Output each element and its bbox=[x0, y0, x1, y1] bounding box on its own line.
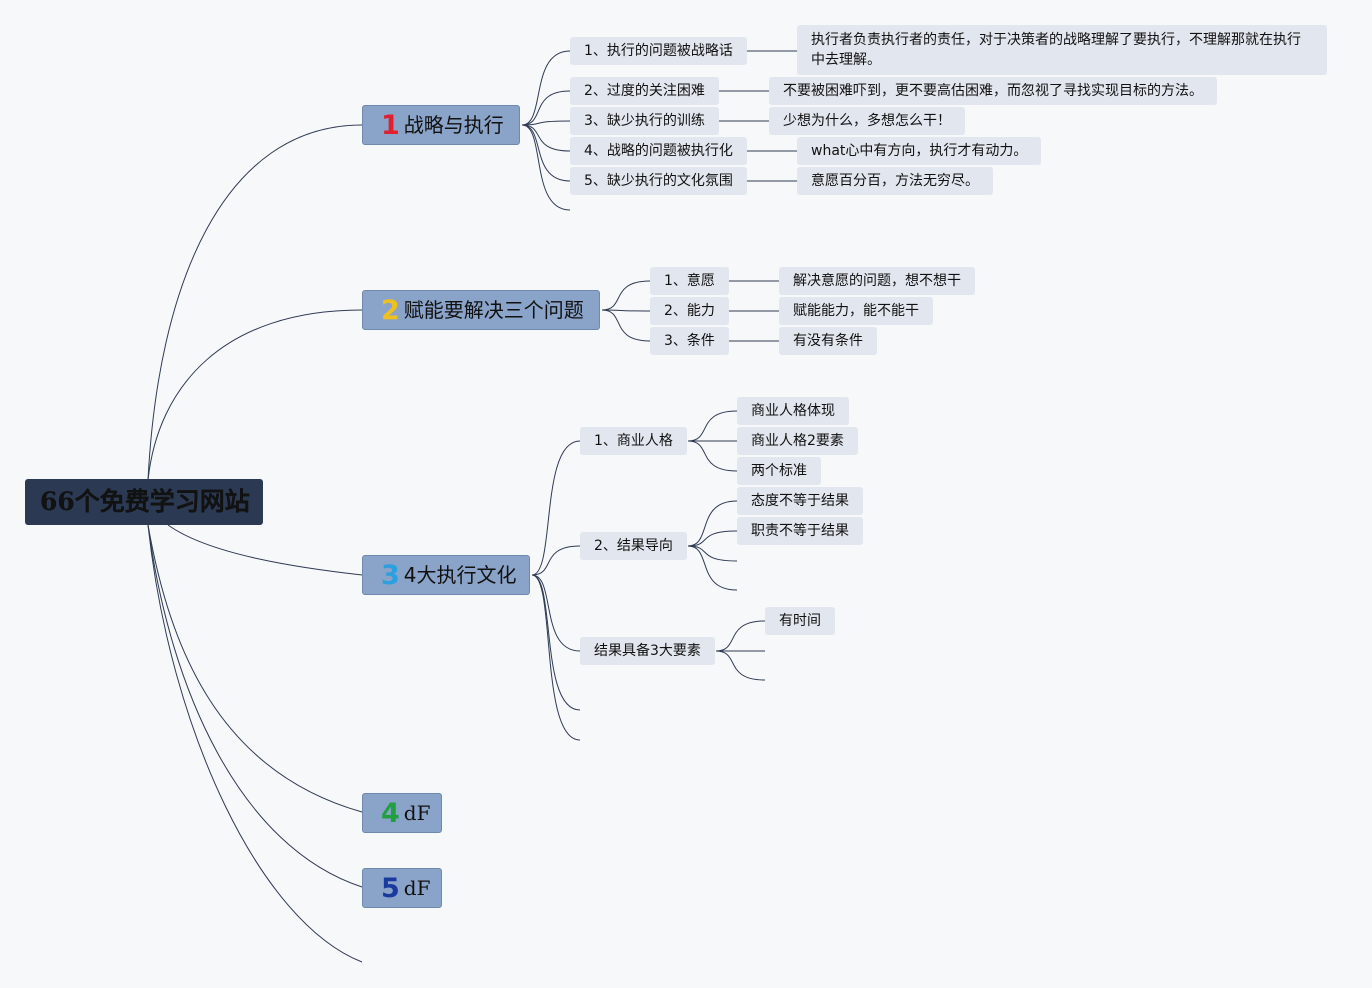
branch-1-number: 1 bbox=[381, 110, 400, 141]
branch-3-3-child-1[interactable]: 有时间 bbox=[765, 607, 835, 635]
branch-2-item-3[interactable]: 3、条件 bbox=[650, 327, 729, 355]
connector-27 bbox=[687, 440, 738, 472]
branch-3-item-1[interactable]: 1、商业人格 bbox=[580, 427, 687, 455]
branch-1-note-5[interactable]: 意愿百分百，方法无穷尽。 bbox=[797, 167, 993, 195]
branch-2-note-3[interactable]: 有没有条件 bbox=[779, 327, 877, 355]
connector-15 bbox=[601, 309, 651, 312]
branch-3-label: 4大执行文化 bbox=[403, 563, 517, 587]
connector-14 bbox=[601, 280, 651, 311]
connector-29 bbox=[687, 530, 738, 547]
root-connector-lower-1 bbox=[147, 524, 363, 813]
connector-25 bbox=[687, 410, 738, 442]
branch-1-note-4[interactable]: what心中有方向，执行才有动力。 bbox=[797, 137, 1042, 165]
connector-6 bbox=[521, 124, 571, 152]
root-connector-lower-3 bbox=[147, 524, 363, 963]
branch-1-item-4[interactable]: 4、战略的问题被执行化 bbox=[570, 137, 747, 165]
branch-5-number: 5 bbox=[381, 873, 400, 904]
connector-34 bbox=[715, 650, 766, 681]
connector-23 bbox=[531, 574, 581, 711]
connector-21 bbox=[531, 545, 581, 576]
branch-3-item-3[interactable]: 结果具备3大要素 bbox=[580, 637, 715, 665]
root-node[interactable]: 66个免费学习网站 bbox=[25, 479, 263, 525]
root-connector-lower-2 bbox=[147, 524, 363, 888]
branch-4-number: 4 bbox=[381, 798, 400, 829]
root-connector-1 bbox=[147, 124, 363, 481]
connector-3 bbox=[521, 50, 571, 126]
branch-2-item-1[interactable]: 1、意愿 bbox=[650, 267, 729, 295]
branch-2-number: 2 bbox=[381, 295, 400, 326]
connector-5 bbox=[521, 120, 571, 126]
branch-1-item-2[interactable]: 2、过度的关注困难 bbox=[570, 77, 719, 105]
branch-3-2-child-2[interactable]: 职责不等于结果 bbox=[737, 517, 863, 545]
branch-1-item-3[interactable]: 3、缺少执行的训练 bbox=[570, 107, 719, 135]
branch-2-item-2[interactable]: 2、能力 bbox=[650, 297, 729, 325]
branch-1-note-3[interactable]: 少想为什么，多想怎么干！ bbox=[769, 107, 965, 135]
branch-3-number: 3 bbox=[381, 560, 400, 591]
branch-1-note-2[interactable]: 不要被困难吓到，更不要高估困难，而忽视了寻找实现目标的方法。 bbox=[769, 77, 1217, 105]
branch-2-label: 赋能要解决三个问题 bbox=[403, 298, 584, 322]
connector-16 bbox=[601, 309, 651, 342]
branch-1-item-1[interactable]: 1、执行的问题被战略话 bbox=[570, 37, 747, 65]
connector-31 bbox=[687, 545, 738, 591]
connector-4 bbox=[521, 90, 571, 126]
branch-2-note-1[interactable]: 解决意愿的问题，想不想干 bbox=[779, 267, 975, 295]
connector-30 bbox=[687, 545, 738, 562]
connector-20 bbox=[531, 440, 581, 576]
connector-28 bbox=[687, 500, 738, 547]
branch-3-2-child-1[interactable]: 态度不等于结果 bbox=[737, 487, 863, 515]
branch-5-label: dF bbox=[403, 876, 431, 900]
branch-3-1-child-2[interactable]: 商业人格2要素 bbox=[737, 427, 858, 455]
root-connector-2 bbox=[147, 309, 363, 481]
connector-24 bbox=[531, 574, 581, 741]
branch-4-label: dF bbox=[403, 801, 431, 825]
connector-32 bbox=[715, 620, 766, 652]
connector-22 bbox=[531, 574, 581, 652]
branch-2-note-2[interactable]: 赋能能力，能不能干 bbox=[779, 297, 933, 325]
branch-1-label: 战略与执行 bbox=[403, 113, 504, 137]
root-label: 66个免费学习网站 bbox=[40, 487, 250, 516]
branch-1-note-1[interactable]: 执行者负责执行者的责任，对于决策者的战略理解了要执行，不理解那就在执行中去理解。 bbox=[797, 25, 1327, 75]
branch-3-1-child-1[interactable]: 商业人格体现 bbox=[737, 397, 849, 425]
connector-7 bbox=[521, 124, 571, 182]
root-connector-3 bbox=[167, 524, 363, 576]
branch-1-item-5[interactable]: 5、缺少执行的文化氛围 bbox=[570, 167, 747, 195]
connector-8 bbox=[521, 124, 571, 211]
branch-3-item-2[interactable]: 2、结果导向 bbox=[580, 532, 687, 560]
branch-3-1-child-3[interactable]: 两个标准 bbox=[737, 457, 821, 485]
